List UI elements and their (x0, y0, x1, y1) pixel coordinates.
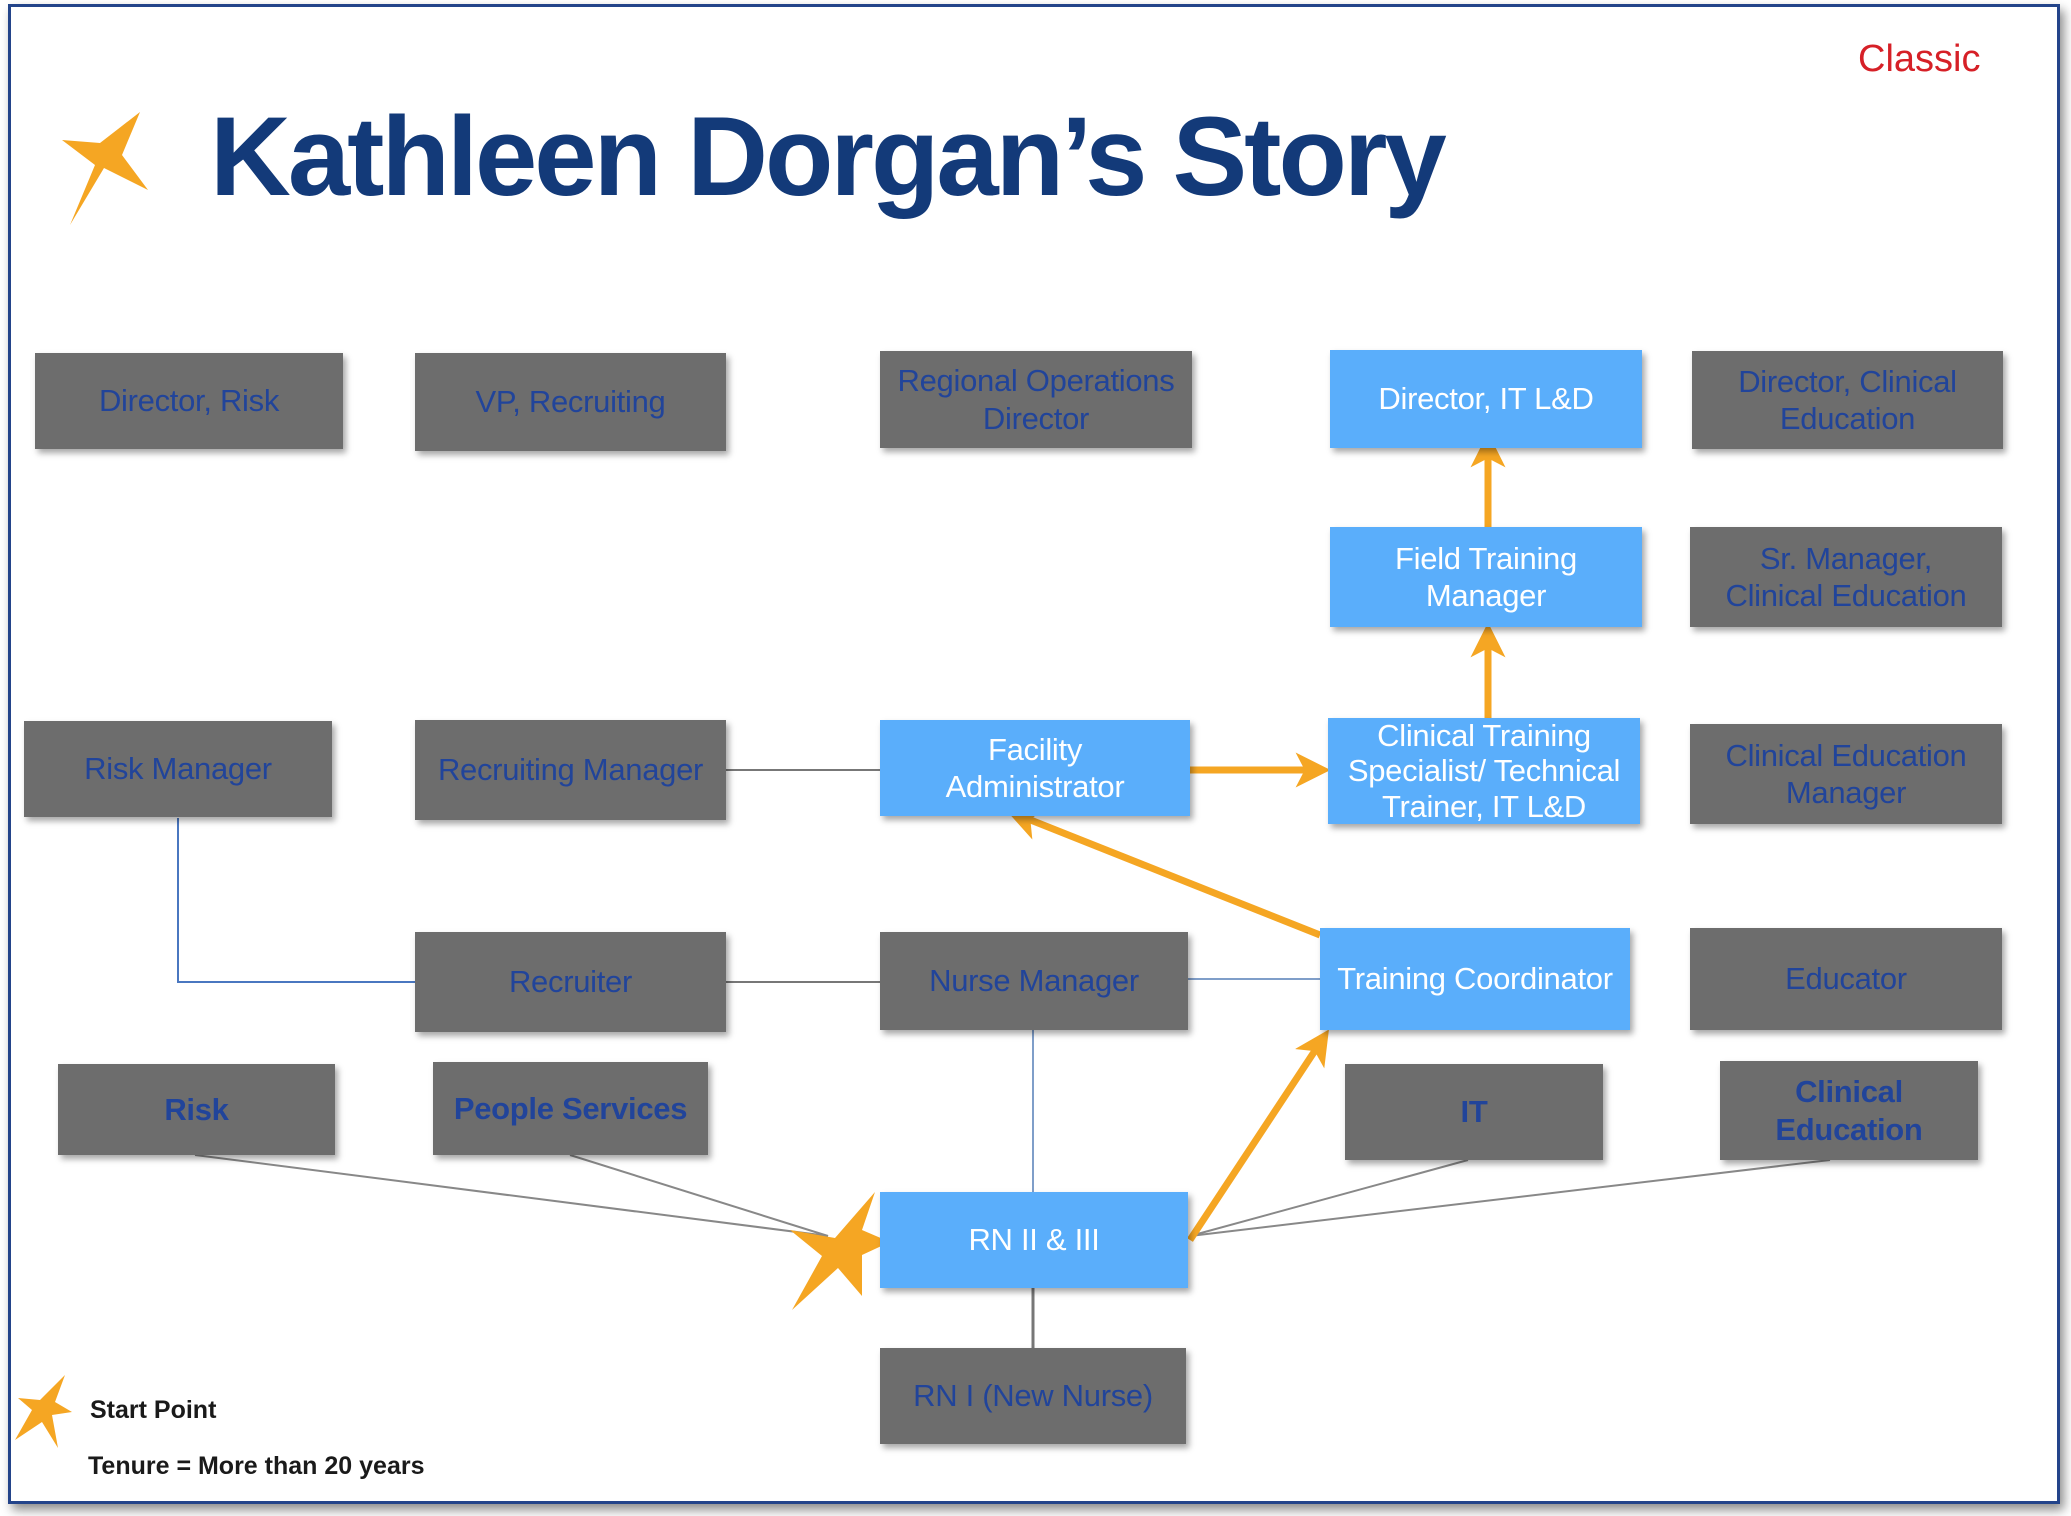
legend-tenure: Tenure = More than 20 years (88, 1452, 425, 1480)
arrow-rn-to-training (1187, 1029, 1329, 1242)
box-facility-administrator: Facility Administrator (880, 720, 1190, 816)
box-vp-recruiting: VP, Recruiting (415, 353, 726, 451)
dept-people-services: People Services (433, 1062, 708, 1155)
box-sr-manager-clinical-education: Sr. Manager, Clinical Education (1690, 527, 2002, 627)
legend-start-point: Start Point (90, 1396, 217, 1424)
box-rn-2-3: RN II & III (880, 1192, 1188, 1288)
dept-clinical-education: Clinical Education (1720, 1061, 1978, 1160)
box-rn-1-new-nurse: RN I (New Nurse) (880, 1348, 1186, 1444)
page-title: Kathleen Dorgan’s Story (210, 94, 1447, 219)
box-clinical-training-specialist: Clinical Training Specialist/ Technical … (1328, 718, 1640, 824)
box-director-risk: Director, Risk (35, 353, 343, 449)
slide-frame: Kathleen Dorgan’s Story Classic Director… (8, 4, 2060, 1504)
box-recruiting-manager: Recruiting Manager (415, 720, 726, 820)
box-director-clinical-education: Director, Clinical Education (1692, 351, 2003, 449)
line-people-to-rn (569, 1154, 829, 1237)
star-icon (790, 1192, 890, 1310)
line-risk-dept-to-rn (194, 1154, 829, 1237)
dept-risk: Risk (58, 1064, 335, 1155)
box-nurse-manager: Nurse Manager (880, 932, 1188, 1030)
line-clinical-to-rn (1189, 1159, 1831, 1237)
box-regional-operations-director: Regional Operations Director (880, 351, 1192, 448)
classic-badge: Classic (1858, 38, 1981, 80)
star-icon (62, 112, 148, 225)
line-it-to-rn (1189, 1159, 1469, 1237)
dept-it: IT (1345, 1064, 1603, 1160)
box-educator: Educator (1690, 928, 2002, 1030)
box-recruiter: Recruiter (415, 932, 726, 1032)
box-clinical-education-manager: Clinical Education Manager (1690, 724, 2002, 824)
box-director-it-ld: Director, IT L&D (1330, 350, 1642, 448)
box-field-training-manager: Field Training Manager (1330, 527, 1642, 627)
box-risk-manager: Risk Manager (24, 721, 332, 817)
box-training-coordinator: Training Coordinator (1320, 928, 1630, 1030)
star-icon (15, 1375, 72, 1448)
arrow-training-to-facility (1006, 807, 1322, 939)
line-risk-manager-to-recruiter (177, 818, 415, 983)
